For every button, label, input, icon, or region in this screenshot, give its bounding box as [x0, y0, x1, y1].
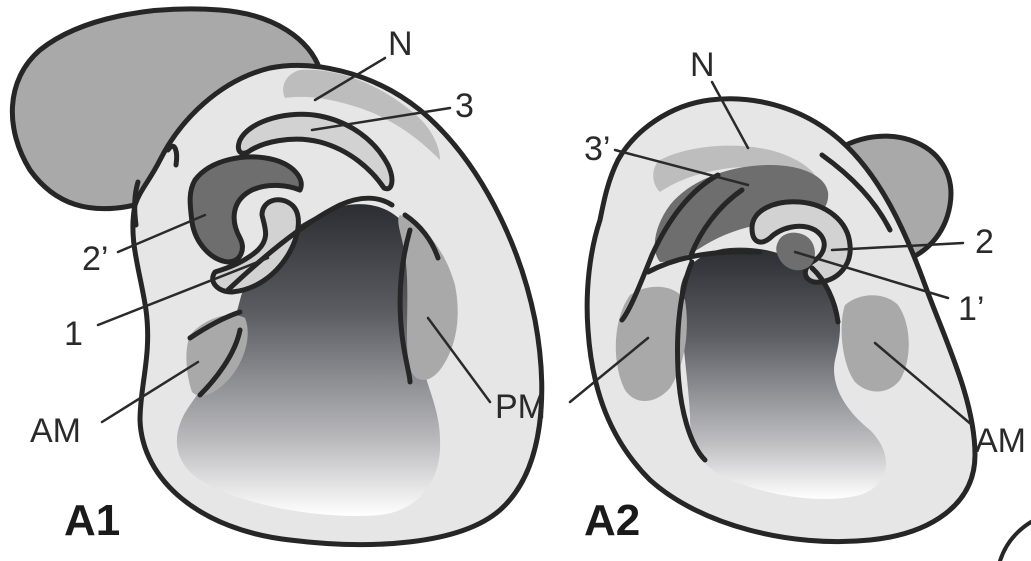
a2-label-AM: AM	[975, 422, 1026, 460]
a1-label-2prime: 2’	[82, 240, 108, 278]
a2-label-3prime: 3’	[584, 130, 610, 168]
edge-fragment	[1000, 522, 1031, 561]
a2-label-2: 2	[975, 223, 994, 261]
a1-panel-label: A1	[64, 496, 120, 545]
a1-label-AM: AM	[30, 412, 81, 450]
a1-label-1: 1	[64, 315, 83, 353]
a1-label-N: N	[388, 25, 413, 63]
a2-panel-label: A2	[584, 496, 640, 545]
panel-a1: N 3 2’ 1 AM A1	[12, 9, 541, 545]
panel-a2: N 3’ 2 1’ AM A2	[570, 46, 1026, 545]
a1-label-3: 3	[455, 87, 474, 125]
a2-label-N: N	[690, 46, 715, 84]
label-PM: PM	[495, 388, 546, 426]
a2-label-1prime: 1’	[958, 290, 984, 328]
